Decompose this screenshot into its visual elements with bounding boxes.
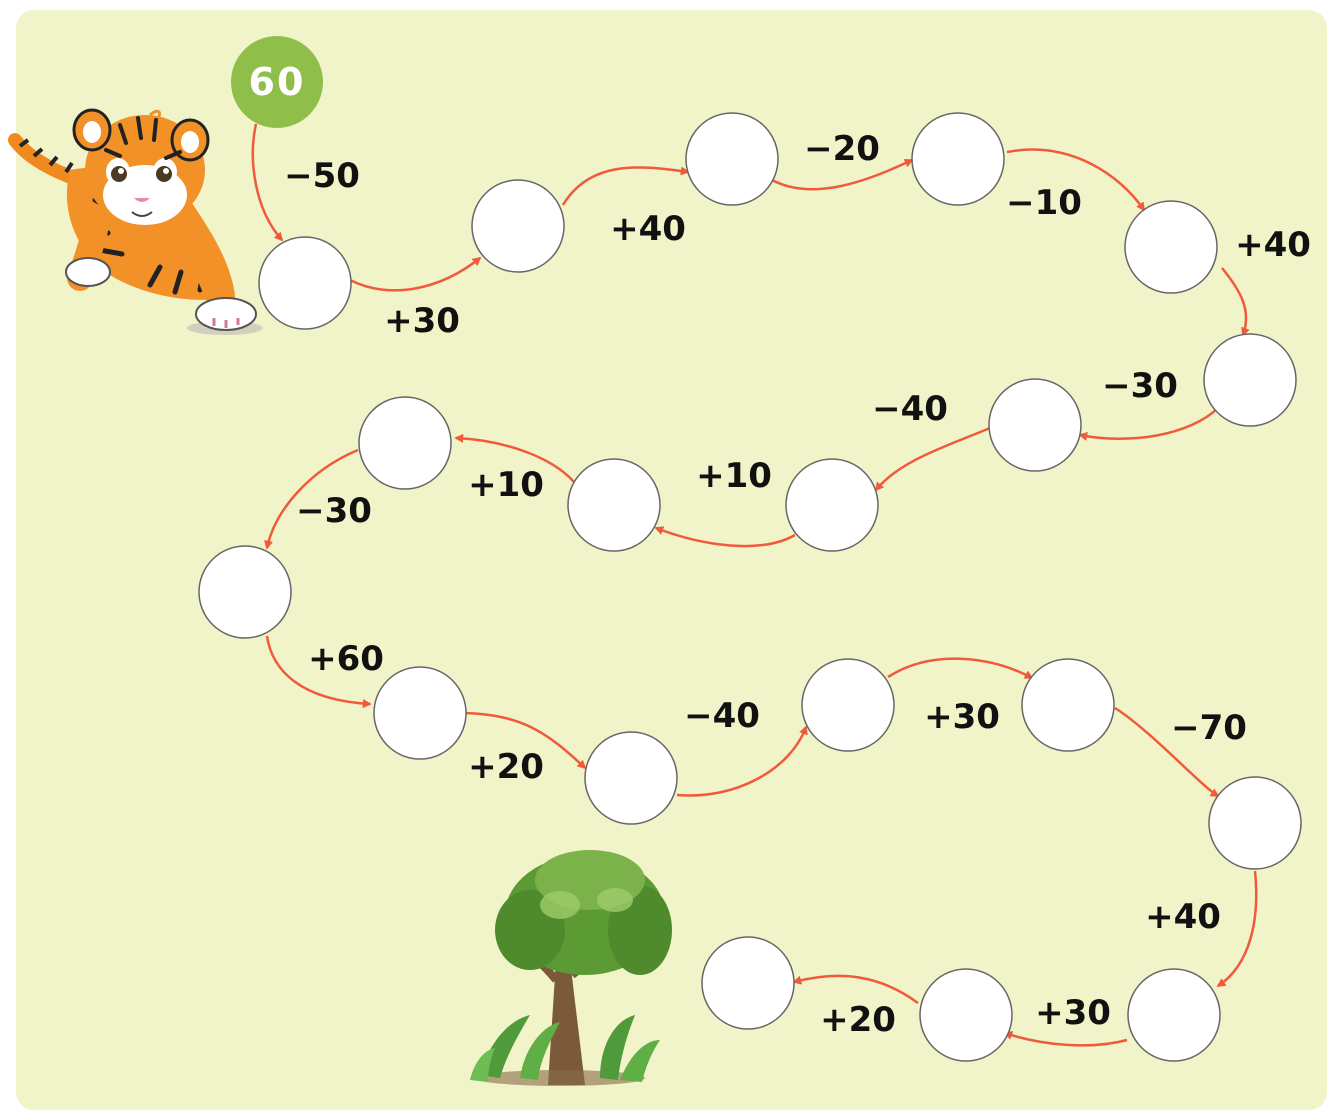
start-circle [231, 36, 323, 128]
operation-label-15: +30 [924, 697, 1000, 737]
answer-circle-17[interactable] [1127, 968, 1221, 1062]
operation-label-10: +10 [468, 465, 544, 505]
path-arrow [464, 711, 587, 770]
operation-label-5: −10 [1006, 183, 1082, 223]
answer-circle-16[interactable] [1208, 776, 1302, 870]
operation-label-9: +10 [696, 456, 772, 496]
operation-label-18: +30 [1035, 993, 1111, 1033]
answer-circle-10[interactable] [358, 396, 452, 490]
operation-label-19: +20 [820, 1000, 896, 1040]
answer-circle-15[interactable] [1021, 658, 1115, 752]
operation-label-6: +40 [1235, 225, 1311, 265]
path-arrow [1006, 148, 1146, 212]
path-arrow [265, 635, 372, 709]
path-arrow [792, 974, 919, 1005]
path-arrow [887, 657, 1034, 680]
answer-circle-9[interactable] [567, 458, 661, 552]
answer-circle-4[interactable] [911, 112, 1005, 206]
answer-circle-6[interactable] [1203, 333, 1297, 427]
operation-label-16: −70 [1171, 708, 1247, 748]
path-arrow [561, 166, 690, 206]
path-arrow [874, 426, 991, 492]
answer-circle-19[interactable] [701, 936, 795, 1030]
path-arrow [771, 158, 914, 191]
answer-circles: 60 [198, 36, 1302, 1062]
operation-label-4: −20 [804, 129, 880, 169]
answer-circle-5[interactable] [1124, 200, 1218, 294]
operation-label-1: −50 [284, 156, 360, 196]
start-value: 60 [249, 60, 306, 104]
path-arrow [1003, 1031, 1128, 1047]
tiger-cub-illustration [8, 108, 263, 335]
operation-label-11: −30 [296, 491, 372, 531]
path-arrow [1114, 706, 1220, 798]
path-arrow [454, 433, 575, 483]
path-arrow [264, 448, 359, 550]
operation-label-8: −40 [872, 389, 948, 429]
path-arrow [1078, 407, 1219, 441]
answer-circle-18[interactable] [919, 968, 1013, 1062]
answer-circle-14[interactable] [801, 658, 895, 752]
operation-label-2: +30 [384, 301, 460, 341]
path-arrow [654, 526, 796, 548]
answer-circle-1[interactable] [258, 236, 352, 330]
path-arrow [349, 256, 482, 292]
answer-circle-2[interactable] [471, 179, 565, 273]
operation-label-13: +20 [468, 747, 544, 787]
operation-label-12: +60 [308, 639, 384, 679]
path-arrow [251, 123, 284, 242]
answer-circle-13[interactable] [584, 731, 678, 825]
operation-label-3: +40 [610, 209, 686, 249]
answer-circle-3[interactable] [685, 112, 779, 206]
answer-circle-12[interactable] [373, 666, 467, 760]
operation-label-7: −30 [1102, 366, 1178, 406]
answer-circle-7[interactable] [988, 378, 1082, 472]
path-arrows [251, 123, 1258, 1047]
answer-circle-11[interactable] [198, 545, 292, 639]
operation-label-14: −40 [684, 696, 760, 736]
operation-labels: −50 +30 +40 −20 −10 +40 −30 −40 +10 +10 −30 +60 +20 −… [284, 129, 1311, 1040]
answer-circle-8[interactable] [785, 458, 879, 552]
operation-label-17: +40 [1145, 897, 1221, 937]
path-arrow [1221, 267, 1250, 337]
tree-illustration [470, 850, 672, 1086]
path-arrow [676, 725, 808, 797]
path-arrow [1216, 870, 1258, 988]
